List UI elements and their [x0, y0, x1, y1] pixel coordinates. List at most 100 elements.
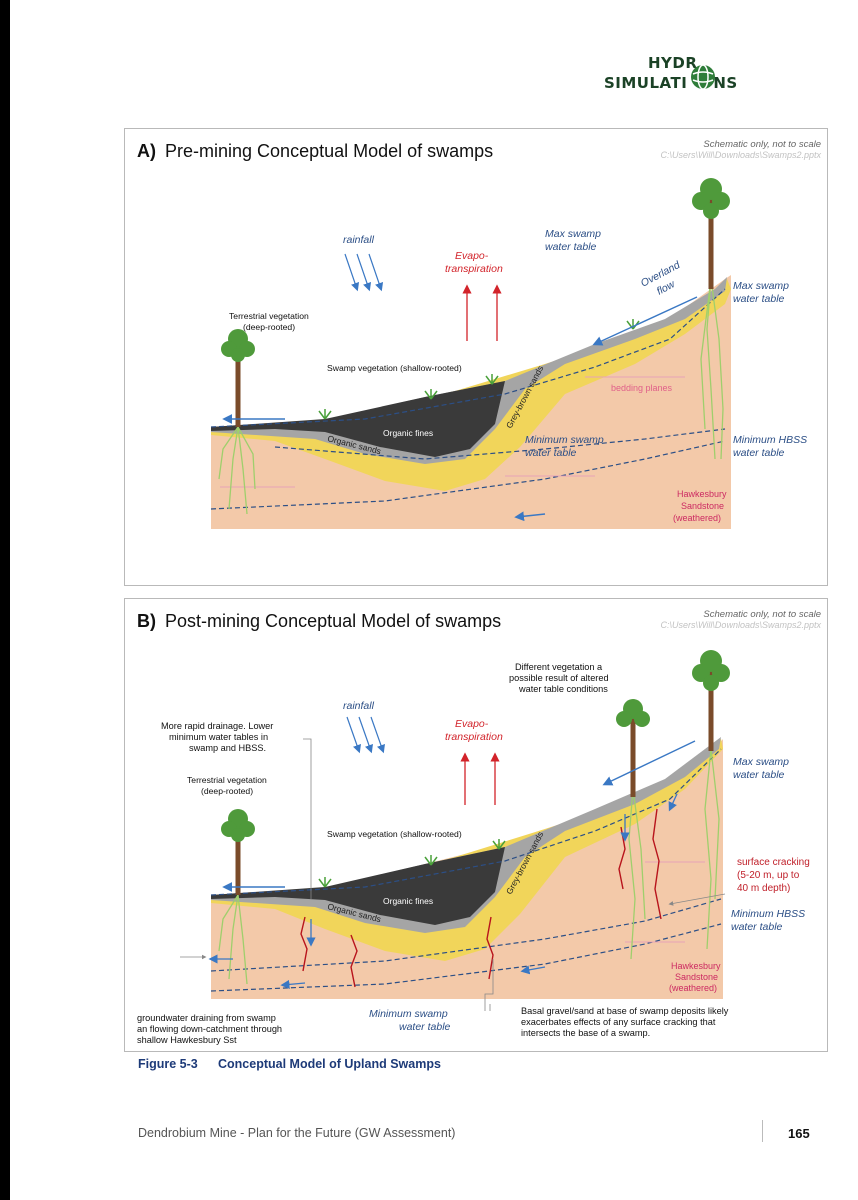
- terrestrial-tree: [221, 329, 255, 427]
- gw-draining-label-2: an flowing down-catchment through: [137, 1024, 282, 1034]
- diff-veg-label-1: Different vegetation a: [515, 662, 603, 672]
- globe-icon: [691, 64, 715, 90]
- panel-a-schematic-text: Schematic only, not to scale: [703, 139, 821, 150]
- terrestrial-label-2: (deep-rooted): [201, 786, 253, 796]
- hydrosimulations-logo: HYDR SIMULATI NS: [604, 52, 744, 102]
- swamp-veg-label: Swamp vegetation (shallow-rooted): [327, 363, 462, 373]
- rainfall-label: rainfall: [343, 700, 375, 712]
- panel-a-schematic-note: Schematic only, not to scale C:\Users\Wi…: [661, 139, 821, 161]
- annotation-leaders: [180, 738, 726, 1011]
- right-tree: [692, 178, 730, 289]
- overland-flow-arrow: [602, 740, 696, 786]
- panel-b-title-text: Post-mining Conceptual Model of swamps: [165, 611, 502, 631]
- basal-gravel-label-3: intersects the base of a swamp.: [521, 1028, 650, 1038]
- min-hbss-label-2: water table: [731, 921, 783, 933]
- evapotranspiration-arrows: [462, 284, 502, 341]
- right-tree-roots: [704, 748, 720, 950]
- max-swamp-right-1: Max swamp: [733, 280, 789, 292]
- left-edge-bar: [0, 0, 10, 1200]
- diff-veg-label-3: water table conditions: [518, 684, 608, 694]
- logo-line-2: SIMULATI NS: [604, 74, 738, 92]
- cracking-label-1: surface cracking: [737, 857, 810, 868]
- terrestrial-label-2: (deep-rooted): [243, 322, 295, 332]
- max-swamp-label-2: water table: [545, 241, 597, 253]
- figure-panel-post-mining: B) Post-mining Conceptual Model of swamp…: [124, 598, 828, 1052]
- rapid-drainage-label-1: More rapid drainage. Lower: [161, 721, 273, 731]
- min-hbss-label-2: water table: [733, 447, 785, 459]
- figure-title: Conceptual Model of Upland Swamps: [218, 1057, 441, 1071]
- surface-cracks: [300, 808, 662, 988]
- hawkesbury-label-3: (weathered): [669, 983, 717, 993]
- bedding-label: bedding planes: [611, 383, 673, 393]
- swamp-vegetation-icons: [318, 839, 506, 888]
- middle-tree: [616, 699, 650, 797]
- hawkesbury-label-2: Sandstone: [681, 501, 724, 511]
- hawkesbury-label-1: Hawkesbury: [671, 961, 721, 971]
- panel-b-title: B) Post-mining Conceptual Model of swamp…: [137, 611, 501, 632]
- cracking-label-2: (5-20 m, up to: [737, 870, 800, 881]
- evapo-label-2: transpiration: [445, 263, 503, 275]
- evapo-label-1: Evapo-: [455, 250, 489, 262]
- min-hbss-water-table: [210, 440, 726, 510]
- min-swamp-label-1: Minimum swamp: [525, 434, 604, 446]
- basal-gravel-label-2: exacerbates effects of any surface crack…: [521, 1017, 716, 1027]
- max-swamp-water-table: [210, 288, 726, 428]
- hawkesbury-label-3: (weathered): [673, 513, 721, 523]
- logo-line-2a: SIMULATI: [604, 74, 688, 92]
- terrestrial-label-1: Terrestrial vegetation: [229, 311, 309, 321]
- min-swamp-water-table: [274, 428, 726, 460]
- figure-number: Figure 5-3: [138, 1057, 198, 1071]
- min-swamp-label-1: Minimum swamp: [369, 1008, 448, 1020]
- panel-b-schematic-text: Schematic only, not to scale: [703, 609, 821, 620]
- rainfall-arrows: [344, 253, 384, 292]
- gw-draining-label-3: shallow Hawkesbury Sst: [137, 1035, 237, 1045]
- panel-b-letter: B): [137, 611, 156, 631]
- rainfall-arrows: [346, 716, 385, 754]
- drainage-arrows: [208, 793, 678, 989]
- max-swamp-water-table: [210, 748, 722, 896]
- hawkesbury-label-2: Sandstone: [675, 972, 718, 982]
- max-swamp-right-2: water table: [733, 769, 785, 781]
- min-swamp-label-2: water table: [525, 447, 577, 459]
- middle-tree-roots: [628, 788, 646, 960]
- hawkesbury-label-1: Hawkesbury: [677, 489, 727, 499]
- evapotranspiration-arrows: [460, 752, 500, 805]
- min-hbss-water-table: [210, 923, 722, 992]
- right-tree-roots: [700, 278, 724, 460]
- panel-a-file-path: C:\Users\Will\Downloads\Swamps2.pptx: [660, 150, 821, 160]
- min-swamp-label-2: water table: [399, 1021, 451, 1033]
- terrestrial-roots: [218, 894, 248, 985]
- rainfall-label: rainfall: [343, 234, 375, 246]
- terrestrial-label-1: Terrestrial vegetation: [187, 775, 267, 785]
- max-swamp-right-2: water table: [733, 293, 785, 305]
- organic-fines-label: Organic fines: [383, 896, 433, 906]
- logo-line-2b: NS: [713, 74, 738, 92]
- max-swamp-label-1: Max swamp: [545, 228, 601, 240]
- right-tree: [692, 650, 730, 751]
- diff-veg-label-2: possible result of altered: [509, 673, 609, 683]
- rapid-drainage-label-3: swamp and HBSS.: [189, 743, 266, 753]
- panel-b-file-path: C:\Users\Will\Downloads\Swamps2.pptx: [660, 620, 821, 630]
- min-swamp-water-table: [210, 898, 722, 972]
- min-hbss-label-1: Minimum HBSS: [731, 908, 805, 920]
- max-swamp-right-1: Max swamp: [733, 756, 789, 768]
- rapid-drainage-label-2: minimum water tables in: [169, 732, 268, 742]
- logo-line-1: HYDR: [648, 54, 698, 72]
- terrestrial-tree: [221, 809, 255, 895]
- basal-gravel-label-1: Basal gravel/sand at base of swamp depos…: [521, 1006, 729, 1016]
- panel-a-title-text: Pre-mining Conceptual Model of swamps: [165, 141, 494, 161]
- figure-panel-pre-mining: A) Pre-mining Conceptual Model of swamps…: [124, 128, 828, 586]
- gw-draining-label-1: groundwater draining from swamp: [137, 1013, 276, 1023]
- panel-a-title: A) Pre-mining Conceptual Model of swamps: [137, 141, 493, 162]
- evapo-label-2: transpiration: [445, 731, 503, 743]
- footer-document-title: Dendrobium Mine - Plan for the Future (G…: [138, 1126, 456, 1140]
- swamp-veg-label: Swamp vegetation (shallow-rooted): [327, 829, 462, 839]
- panel-a-diagram: rainfall Evapo- transpiration Max swamp …: [210, 178, 807, 529]
- cracking-label-3: 40 m depth): [737, 883, 790, 894]
- organic-fines-label: Organic fines: [383, 428, 433, 438]
- figure-caption: Figure 5-3 Conceptual Model of Upland Swa…: [138, 1057, 441, 1071]
- organic-layer: [211, 847, 505, 925]
- panel-a-letter: A): [137, 141, 156, 161]
- panel-b-diagram: Different vegetation a possible result o…: [137, 650, 810, 1045]
- overland-flow-arrow: [592, 296, 698, 346]
